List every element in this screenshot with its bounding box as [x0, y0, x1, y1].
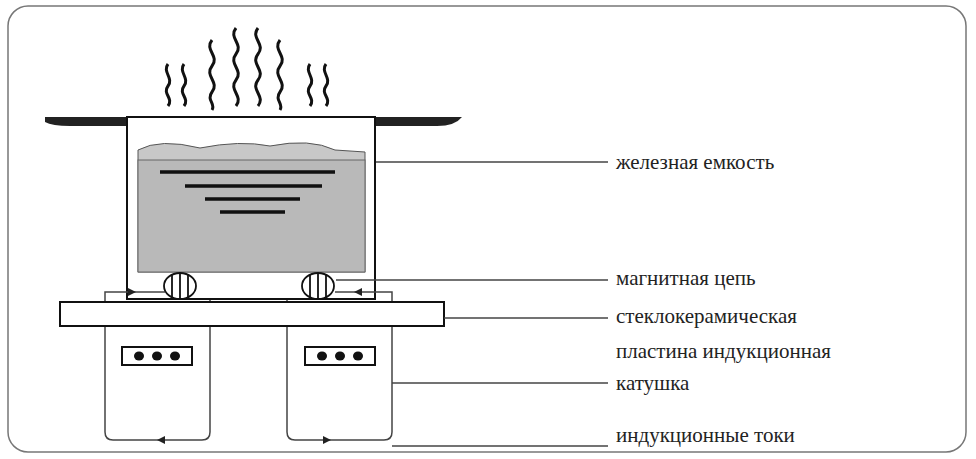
part-label: железная емкость: [616, 146, 956, 178]
part-label: стеклокерамическая: [616, 300, 956, 332]
part-label: магнитная цепь: [616, 262, 956, 294]
part-label: пластина индукционная катушка: [616, 335, 866, 399]
part-label: индукционные токи: [616, 419, 956, 451]
